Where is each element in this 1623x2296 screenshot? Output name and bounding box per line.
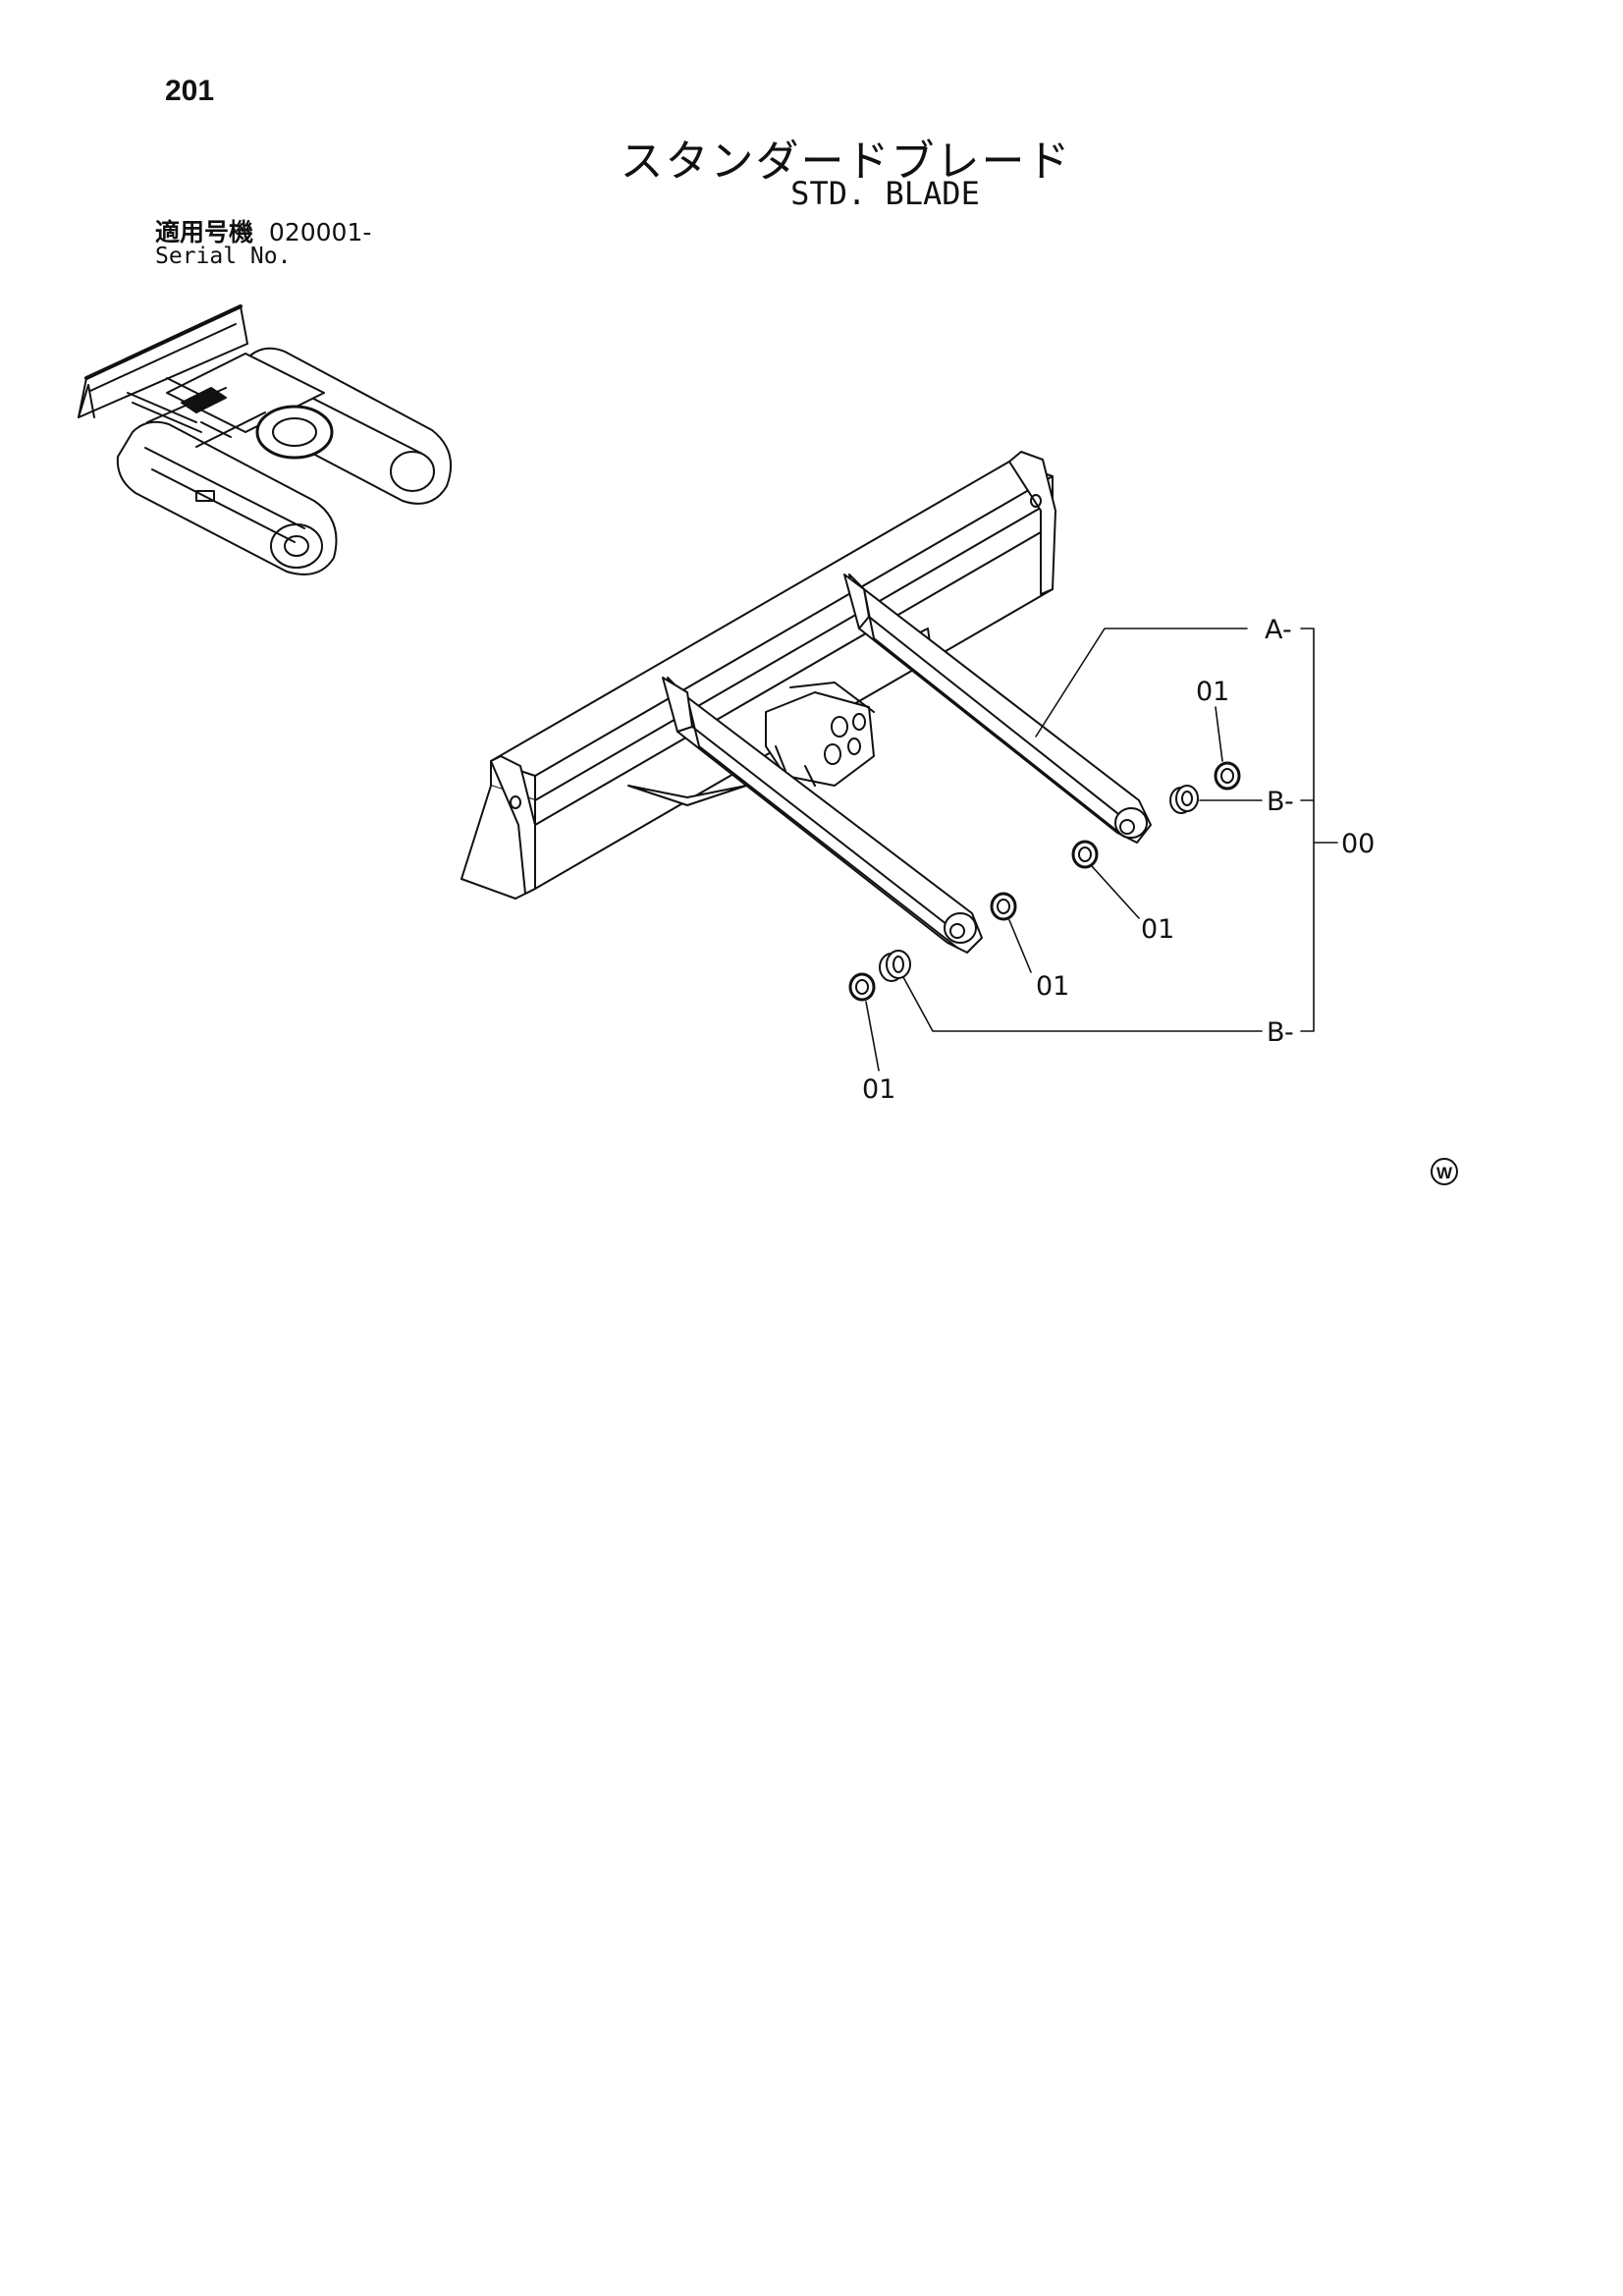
blade-assembly-drawing [460,451,1152,954]
svg-text:W: W [1436,1164,1453,1182]
callout-b-upper-dash: - [1284,787,1294,817]
callout-b-lower: B [1267,1017,1285,1048]
callout-00: 00 [1341,829,1375,859]
callout-01-mid-left: 01 [1036,971,1069,1002]
machine-overview-illustration [78,304,453,575]
callout-a-dash: - [1282,615,1292,645]
callout-01-bottom-left: 01 [862,1074,895,1105]
callout-01-mid-right: 01 [1141,914,1174,945]
page-title-japanese: スタンダードブレード [620,137,1072,187]
callout-01-top-right: 01 [1196,677,1229,707]
serial-row-jp: 適用号機 020001- [155,220,371,245]
callout-b-upper: B [1267,787,1285,817]
serial-info: 適用号機 020001- Serial No. [155,220,371,269]
leader-lines [865,628,1338,1071]
serial-value: 020001- [268,218,372,246]
watermark-w-symbol: W [1431,1158,1458,1185]
callout-a: A [1265,615,1283,645]
serial-label-jp: 適用号機 [155,218,254,246]
bushings-and-seals [848,761,1241,1002]
callout-b-lower-dash: - [1284,1017,1294,1048]
callout-labels: A - B - B - 00 01 01 01 01 [862,615,1375,1105]
page-title-english: STD. BLADE [790,175,980,212]
page-number: 201 [165,75,215,107]
serial-label-en: Serial No. [155,244,292,269]
